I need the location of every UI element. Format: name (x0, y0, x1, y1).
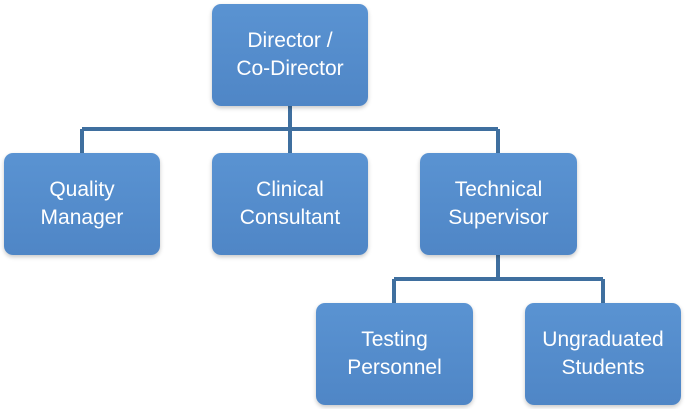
ungraduated-students-label: Ungraduated Students (542, 328, 664, 379)
technical-supervisor-label: Technical Supervisor (448, 178, 549, 229)
clinical-consultant-label: Clinical Consultant (239, 178, 341, 229)
director-label: Director / Co-Director (236, 29, 344, 80)
technical-supervisor-box: Technical Supervisor (420, 153, 577, 255)
quality-manager-label: Quality Manager (40, 178, 124, 229)
testing-personnel-label: Testing Personnel (347, 328, 442, 379)
ungraduated-students-box: Ungraduated Students (525, 303, 681, 405)
testing-personnel-box: Testing Personnel (316, 303, 473, 405)
quality-manager-box: Quality Manager (4, 153, 160, 255)
clinical-consultant-box: Clinical Consultant (212, 153, 368, 255)
director-box: Director / Co-Director (212, 4, 368, 106)
